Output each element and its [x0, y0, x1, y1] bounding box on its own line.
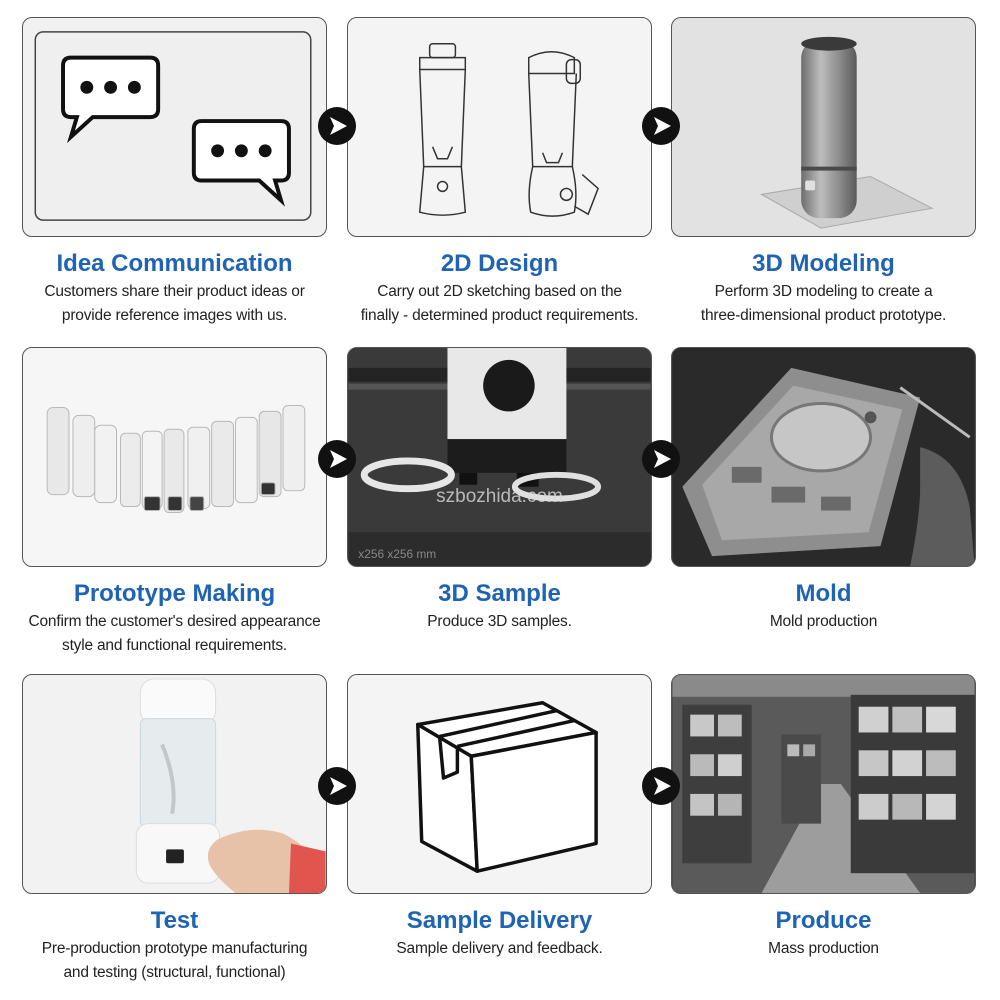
watermark: szbozhida.com: [436, 486, 563, 507]
arrow-icon: [642, 440, 680, 478]
arrow-icon: [318, 107, 356, 145]
blender-lineup: [46, 404, 306, 513]
produce-image: [671, 674, 976, 894]
step-title: Test: [150, 907, 199, 934]
blender-test: [135, 678, 326, 893]
step-title: Sample Delivery: [406, 907, 593, 934]
step-sample-delivery: Sample Delivery Sample delivery and feed…: [347, 674, 652, 961]
step-produce: Produce Mass production: [671, 674, 976, 961]
arrow-icon: [318, 767, 356, 805]
step-idea-communication: Idea Communication Customers share their…: [22, 17, 327, 328]
sample-delivery-image: [347, 674, 652, 894]
injection-mold: [672, 348, 975, 566]
step-3d-modeling: 3D Modeling Perform 3D modeling to creat…: [671, 17, 976, 328]
step-title: Prototype Making: [73, 580, 276, 607]
step-description: Mass production: [768, 940, 879, 957]
3d-sample-image: x256 x256 mm szbozhida.com: [347, 347, 652, 567]
arrow-icon: [642, 767, 680, 805]
step-title: Mold: [795, 580, 852, 607]
step-title: Idea Communication: [56, 250, 293, 277]
idea-communication-image: [22, 17, 327, 237]
step-title: 2D Design: [440, 250, 559, 277]
step-title: 3D Sample: [438, 580, 561, 607]
step-description: Carry out 2D sketching based on the fina…: [360, 283, 639, 324]
step-description: Perform 3D modeling to create a three-di…: [700, 283, 947, 324]
warehouse: [672, 675, 975, 893]
3d-printer: x256 x256 mm: [348, 348, 651, 566]
test-image: [22, 674, 327, 894]
prototype-making-image: [22, 347, 327, 567]
step-prototype-making: Prototype Making Confirm the customer's …: [22, 347, 327, 658]
step-description: Confirm the customer's desired appearanc…: [28, 613, 321, 654]
mold-image: [671, 347, 976, 567]
2d-design-image: [347, 17, 652, 237]
step-mold: Mold Mold production: [671, 347, 976, 634]
step-3d-sample: x256 x256 mm szbozhida.com 3D Sample Pro…: [347, 347, 652, 634]
step-title: Produce: [775, 907, 872, 934]
step-description: Produce 3D samples.: [427, 613, 572, 630]
step-2d-design: 2D Design Carry out 2D sketching based o…: [347, 17, 652, 328]
step-description: Customers share their product ideas or p…: [44, 283, 305, 324]
blender-sketch-icon: [418, 43, 599, 217]
printer-label: x256 x256 mm: [358, 547, 436, 561]
step-test: Test Pre-production prototype manufactur…: [22, 674, 327, 985]
step-description: Mold production: [769, 613, 878, 630]
speech-bubble-icon: [34, 31, 312, 221]
step-description: Sample delivery and feedback.: [396, 940, 603, 957]
shipping-box-icon: [416, 701, 598, 873]
arrow-icon: [318, 440, 356, 478]
step-title: 3D Modeling: [752, 250, 895, 277]
3d-modeling-image: [671, 17, 976, 237]
arrow-icon: [642, 107, 680, 145]
step-description: Pre-production prototype manufacturing a…: [41, 940, 308, 981]
blender-3d-model: [760, 36, 934, 229]
